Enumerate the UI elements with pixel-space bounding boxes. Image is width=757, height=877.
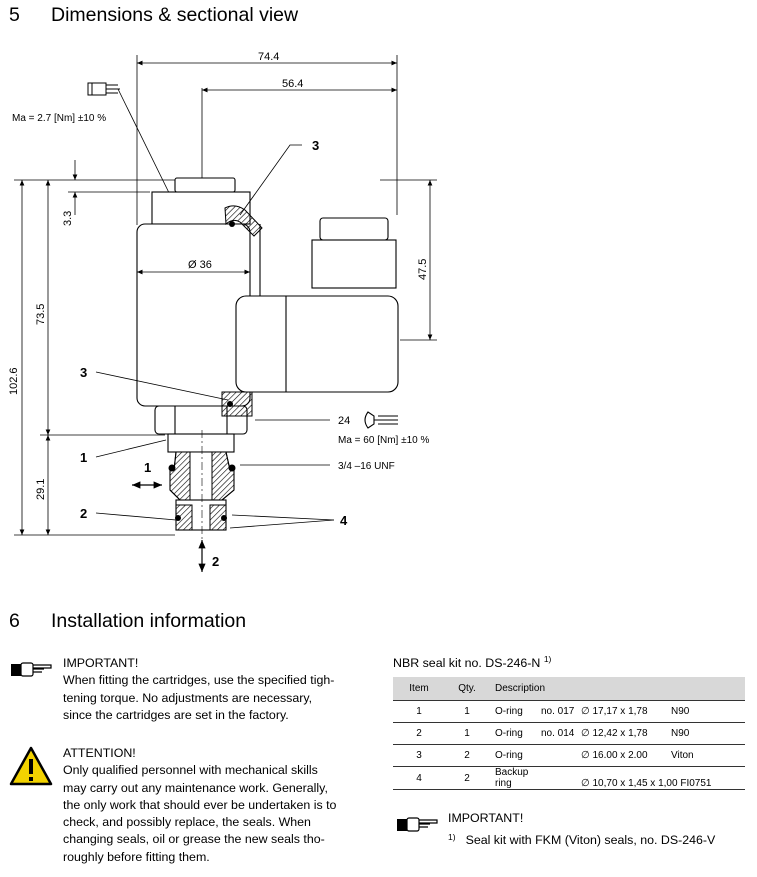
dim-3-3: 3.3 xyxy=(62,211,74,226)
note-line: roughly before fitting them. xyxy=(63,849,210,864)
wrench-icon xyxy=(364,411,398,429)
section-number: 6 xyxy=(9,610,20,632)
note-header: ATTENTION! xyxy=(63,746,136,760)
torque-top: Ma = 2.7 [Nm] ±10 % xyxy=(12,113,106,124)
cell-description: O-ring ∅ 16.00 x 2.00 Viton xyxy=(489,744,745,767)
dim-inner-width: 56.4 xyxy=(282,78,303,90)
note-line: changing seals, oil or grease the new se… xyxy=(63,832,325,847)
description-material: Viton xyxy=(671,750,694,761)
note-line: Only qualified personnel with mechanical… xyxy=(63,763,318,778)
section-title: Installation information xyxy=(51,610,247,632)
dim-102-6: 102.6 xyxy=(8,367,20,395)
attention-note: ATTENTION! Only qualified personnel with… xyxy=(63,745,355,866)
description-number: no. 014 xyxy=(541,728,575,739)
column-header-description: Description xyxy=(489,677,745,701)
dim-29-1: 29.1 xyxy=(35,479,47,500)
section-title: Dimensions & sectional view xyxy=(51,4,299,26)
callout-2: 2 xyxy=(80,506,87,521)
description-name: O-ring xyxy=(495,728,523,739)
note-header: IMPORTANT! xyxy=(63,656,139,670)
section-5-heading: 5 Dimensions & sectional view xyxy=(9,4,298,27)
column-header-qty: Qty. xyxy=(445,677,489,701)
seal-kit-title-text: NBR seal kit no. DS-246-N xyxy=(393,656,541,670)
section-6-heading: 6 Installation information xyxy=(9,610,246,633)
footnote-text: Seal kit with FKM (Viton) seals, no. DS-… xyxy=(465,833,716,847)
wrench-size: 24 xyxy=(338,415,350,427)
important-note: IMPORTANT! When fitting the cartridges, … xyxy=(63,655,355,724)
dim-total-width: 74.4 xyxy=(258,51,279,63)
callout-2-arrow: 2 xyxy=(212,554,219,569)
callout-1-arrow: 1 xyxy=(144,460,151,475)
cell-qty: 2 xyxy=(445,744,489,767)
note-line: since the cartridges are set in the fact… xyxy=(63,707,289,722)
cell-item: 4 xyxy=(393,766,445,790)
description-name: Backup ring xyxy=(495,767,529,789)
callout-3-lower: 3 xyxy=(80,365,87,380)
cell-item: 2 xyxy=(393,722,445,745)
seal-kit-footnote-marker: 1) xyxy=(543,654,552,664)
cell-description: O-ring no. 017 ∅ 17,17 x 1,78 N90 xyxy=(489,700,745,723)
description-material: N90 xyxy=(671,706,690,717)
table-header-row: Item Qty. Description xyxy=(393,677,745,701)
seal-kit-title: NBR seal kit no. DS-246-N 1) xyxy=(393,654,551,670)
important-note-2-header: IMPORTANT! xyxy=(448,811,524,825)
torque-bottom: Ma = 60 [Nm] ±10 % xyxy=(338,435,429,446)
sectional-view-drawing: 74.4 56.4 Ma = 2.7 [Nm] ±10 % 102.6 73.5… xyxy=(8,51,437,572)
note-line: check, and possibly replace, the seals. … xyxy=(63,815,311,830)
description-material: N90 xyxy=(671,728,690,739)
note-line: may carry out any maintenance work. Gene… xyxy=(63,780,328,795)
note-line: the only work that should ever be undert… xyxy=(63,797,337,812)
section-number: 5 xyxy=(9,4,20,26)
cell-item: 1 xyxy=(393,700,445,723)
pointing-hand-icon xyxy=(397,817,438,832)
callout-4: 4 xyxy=(340,513,348,528)
dim-diameter: Ø 36 xyxy=(188,259,212,271)
footnote: 1) Seal kit with FKM (Viton) seals, no. D… xyxy=(448,832,715,847)
cell-description: Backup ring ∅ 10,70 x 1,45 x 1,00 FI0751 xyxy=(489,766,745,790)
column-header-item: Item xyxy=(393,677,445,701)
dim-73-5: 73.5 xyxy=(35,304,47,325)
cell-qty: 2 xyxy=(445,766,489,790)
description-size: ∅ 12,42 x 1,78 xyxy=(581,728,648,739)
hand-wrench-icon xyxy=(87,82,120,96)
description-name: O-ring xyxy=(495,750,523,761)
cell-qty: 1 xyxy=(445,700,489,723)
note-line: When fitting the cartridges, use the spe… xyxy=(63,673,335,688)
thread-spec: 3/4 –16 UNF xyxy=(338,461,395,472)
dim-47-5: 47.5 xyxy=(417,259,429,280)
description-size: ∅ 10,70 x 1,45 x 1,00 FI0751 xyxy=(581,778,712,789)
description-name: O-ring xyxy=(495,706,523,717)
description-size: ∅ 17,17 x 1,78 xyxy=(581,706,648,717)
description-number: no. 017 xyxy=(541,706,575,717)
note-line: tening torque. No adjustments are necess… xyxy=(63,690,313,705)
warning-triangle-icon xyxy=(9,746,53,786)
cell-description: O-ring no. 014 ∅ 12,42 x 1,78 N90 xyxy=(489,722,745,745)
cell-qty: 1 xyxy=(445,722,489,745)
description-size: ∅ 16.00 x 2.00 xyxy=(581,750,648,761)
callout-1: 1 xyxy=(80,450,87,465)
callout-3-upper: 3 xyxy=(312,138,319,153)
pointing-hand-icon xyxy=(11,662,52,677)
footnote-marker: 1) xyxy=(448,832,456,842)
cell-item: 3 xyxy=(393,744,445,767)
